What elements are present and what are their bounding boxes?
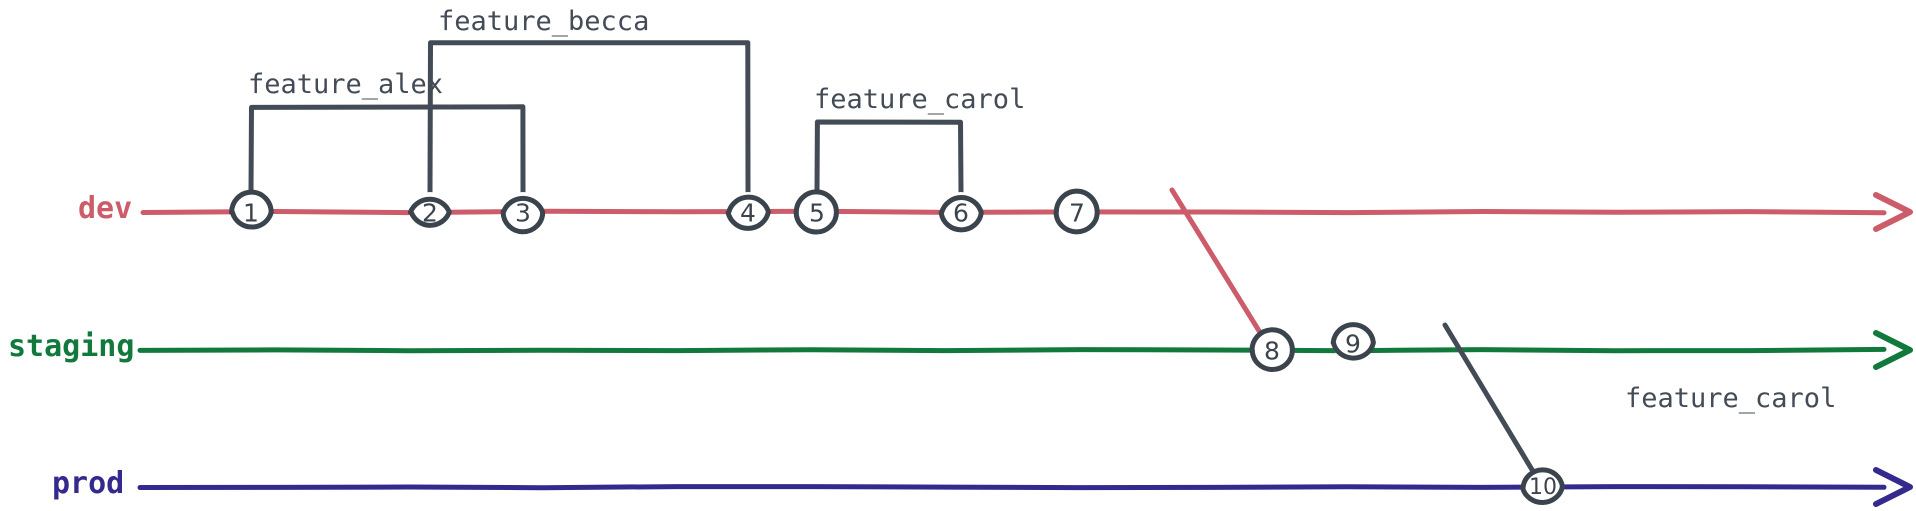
feature-bracket-0 — [248, 104, 526, 195]
commit-node-5[interactable] — [793, 189, 839, 235]
merge-line-dev-to-staging — [1169, 187, 1265, 339]
commit-node-8[interactable] — [1249, 327, 1295, 372]
merge-line-staging-to-prod — [1442, 322, 1537, 476]
commit-nodes-group — [229, 188, 1565, 507]
branch-line-prod — [137, 484, 1887, 491]
feature-branch-label: feature_becca — [438, 6, 650, 37]
branch-line-dev — [140, 208, 1887, 216]
branch-arrowhead-staging — [1873, 330, 1913, 370]
branch-line-staging — [137, 346, 1887, 354]
commit-node-3[interactable] — [500, 195, 546, 235]
commit-node-fill-7 — [1057, 192, 1097, 232]
feature-bracket-1 — [427, 40, 751, 195]
feature-branch-label: feature_carol — [814, 84, 1026, 115]
branch-lines-group — [137, 192, 1913, 507]
commit-node-7[interactable] — [1053, 188, 1100, 235]
merge-label-staging-to-prod: feature_carol — [1625, 383, 1837, 414]
commit-node-6[interactable] — [938, 195, 984, 233]
commit-node-9[interactable] — [1330, 322, 1376, 361]
branch-arrowhead-dev — [1873, 192, 1913, 232]
commit-node-fill-5 — [797, 192, 837, 232]
feature-branch-label: feature_alex — [248, 69, 444, 100]
commit-node-10[interactable] — [1520, 467, 1565, 506]
commit-node-2[interactable] — [407, 196, 452, 228]
branch-arrowhead-prod — [1873, 467, 1913, 507]
commit-node-fill-8 — [1252, 330, 1292, 370]
merge-lines-group — [1169, 187, 1537, 476]
branch-label-staging: staging — [8, 329, 135, 365]
feature-bracket-2 — [814, 119, 964, 195]
branch-label-dev: dev — [78, 191, 133, 227]
commit-node-1[interactable] — [229, 189, 274, 230]
feature-brackets-group — [248, 40, 964, 195]
branch-label-prod: prod — [52, 466, 125, 502]
commit-node-4[interactable] — [725, 194, 771, 231]
